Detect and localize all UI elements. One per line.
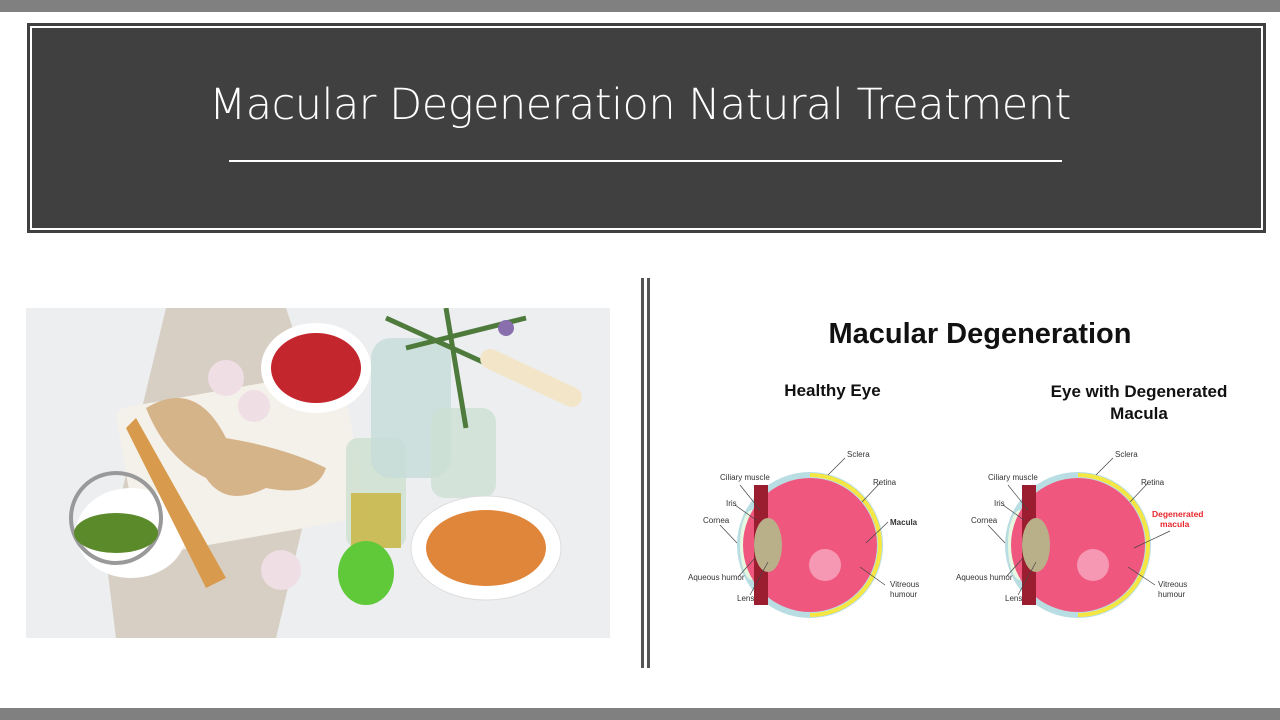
label-macula: macula bbox=[1160, 519, 1190, 529]
label-vitreous: Vitreous bbox=[1158, 580, 1187, 589]
label-ciliary: Ciliary muscle bbox=[720, 473, 770, 482]
label-lens: Lens bbox=[1005, 594, 1022, 603]
label-iris: Iris bbox=[726, 499, 737, 508]
label-iris: Iris bbox=[994, 499, 1005, 508]
degenerated-eye-heading: Eye with Degenerated Macula bbox=[1050, 382, 1228, 423]
title-underline bbox=[229, 160, 1062, 162]
label-vitreous: Vitreous bbox=[890, 580, 919, 589]
label-humour: humour bbox=[890, 590, 917, 599]
herbs-photo bbox=[26, 308, 610, 638]
label-retina: Retina bbox=[873, 478, 897, 487]
label-aqueous: Aqueous humor bbox=[956, 573, 1013, 582]
label-humour: humour bbox=[1158, 590, 1185, 599]
top-bar bbox=[0, 0, 1280, 12]
bottom-bar bbox=[0, 708, 1280, 720]
healthy-eye-heading: Healthy Eye bbox=[784, 381, 881, 400]
label-ciliary: Ciliary muscle bbox=[988, 473, 1038, 482]
label-retina: Retina bbox=[1141, 478, 1165, 487]
slide-title: Macular Degeneration Natural Treatment bbox=[209, 80, 1071, 130]
vertical-divider bbox=[641, 278, 650, 668]
label-lens: Lens bbox=[737, 594, 754, 603]
label-sclera: Sclera bbox=[847, 450, 870, 459]
label-cornea: Cornea bbox=[971, 516, 998, 525]
degenerated-eye-diagram: Sclera Ciliary muscle Iris Cornea Retina… bbox=[956, 450, 1204, 618]
healthy-eye-diagram: Sclera Ciliary muscle Iris Cornea Retina… bbox=[688, 450, 919, 618]
diagram-title: Macular Degeneration bbox=[828, 318, 1132, 350]
label-sclera: Sclera bbox=[1115, 450, 1138, 459]
label-cornea: Cornea bbox=[703, 516, 730, 525]
label-degenerated: Degenerated bbox=[1152, 509, 1204, 519]
label-macula: Macula bbox=[890, 518, 918, 527]
title-frame bbox=[27, 23, 1266, 233]
label-aqueous: Aqueous humor bbox=[688, 573, 745, 582]
